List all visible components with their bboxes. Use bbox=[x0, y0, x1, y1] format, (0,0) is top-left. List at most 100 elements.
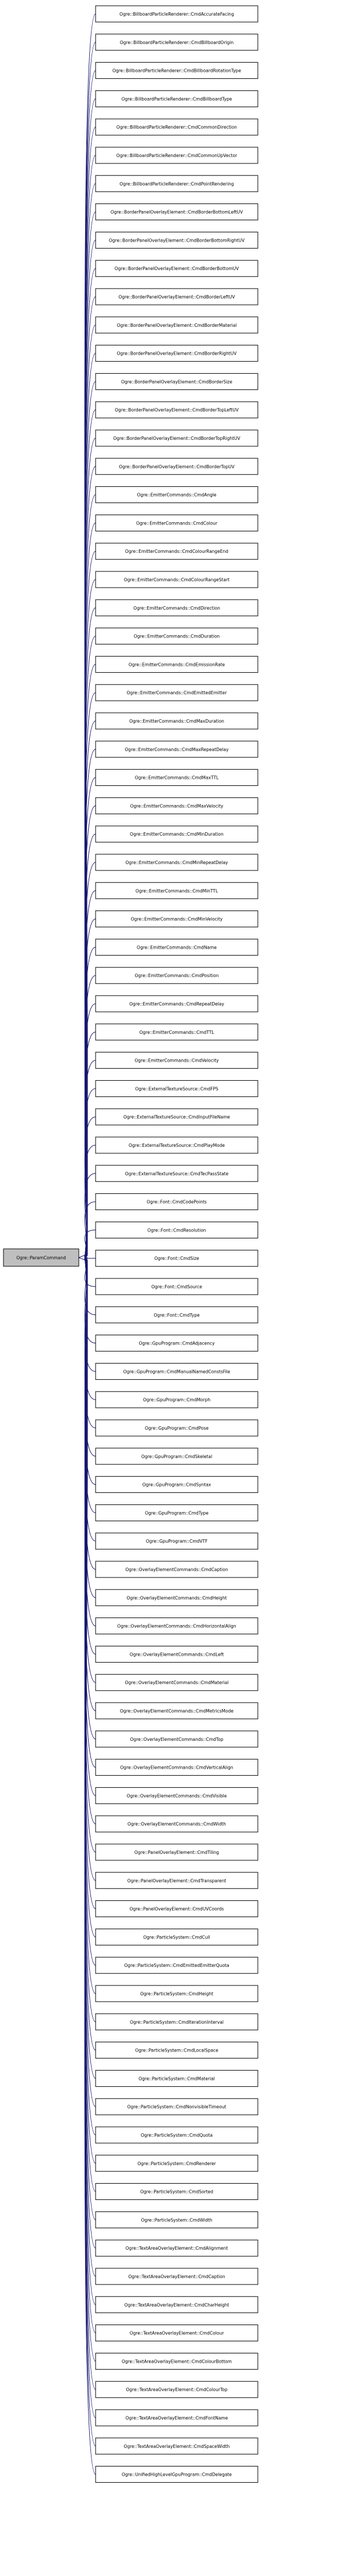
derived-class-node[interactable]: Ogre::BillboardParticleRenderer::CmdComm… bbox=[95, 118, 258, 136]
derived-class-node[interactable]: Ogre::PanelOverlayElement::CmdUVCoords bbox=[95, 1900, 258, 1918]
derived-class-node[interactable]: Ogre::BillboardParticleRenderer::CmdBill… bbox=[95, 62, 258, 79]
derived-class-node[interactable]: Ogre::EmitterCommands::CmdMinTTL bbox=[95, 882, 258, 899]
derived-class-label: Ogre::TextAreaOverlayElement::CmdCharHei… bbox=[125, 2302, 229, 2308]
derived-class-node[interactable]: Ogre::EmitterCommands::CmdColour bbox=[95, 514, 258, 531]
derived-class-node[interactable]: Ogre::ExternalTextureSource::CmdFPS bbox=[95, 1080, 258, 1097]
derived-class-node[interactable]: Ogre::ExternalTextureSource::CmdInputFil… bbox=[95, 1108, 258, 1125]
derived-class-node[interactable]: Ogre::ParticleSystem::CmdRenderer bbox=[95, 2155, 258, 2172]
derived-class-node[interactable]: Ogre::TextAreaOverlayElement::CmdSpaceWi… bbox=[95, 2437, 258, 2455]
derived-class-node[interactable]: Ogre::Font::CmdSource bbox=[95, 1278, 258, 1295]
derived-class-node[interactable]: Ogre::BorderPanelOverlayElement::CmdBord… bbox=[95, 316, 258, 334]
derived-class-node[interactable]: Ogre::OverlayElementCommands::CmdVisible bbox=[95, 1787, 258, 1804]
derived-class-node[interactable]: Ogre::EmitterCommands::CmdAngle bbox=[95, 486, 258, 504]
derived-class-node[interactable]: Ogre::EmitterCommands::CmdMaxVelocity bbox=[95, 797, 258, 814]
derived-class-box bbox=[95, 2324, 258, 2342]
derived-class-node[interactable]: Ogre::ParticleSystem::CmdMaterial bbox=[95, 2069, 258, 2087]
derived-class-node[interactable]: Ogre::BorderPanelOverlayElement::CmdBord… bbox=[95, 345, 258, 362]
derived-class-node[interactable]: Ogre::ParticleSystem::CmdWidth bbox=[95, 2211, 258, 2228]
derived-class-node[interactable]: Ogre::ParticleSystem::CmdEmittedEmitterQ… bbox=[95, 1956, 258, 1974]
derived-class-node[interactable]: Ogre::BillboardParticleRenderer::CmdComm… bbox=[95, 147, 258, 164]
derived-class-node[interactable]: Ogre::ParticleSystem::CmdNonvisibleTimeo… bbox=[95, 2098, 258, 2115]
derived-class-label: Ogre::Font::CmdType bbox=[154, 1313, 200, 1318]
derived-class-node[interactable]: Ogre::TextAreaOverlayElement::CmdCaption bbox=[95, 2268, 258, 2285]
derived-class-node[interactable]: Ogre::ParticleSystem::CmdIterationInterv… bbox=[95, 2013, 258, 2031]
derived-class-node[interactable]: Ogre::GpuProgram::CmdManualNamedConstsFi… bbox=[95, 1362, 258, 1380]
derived-class-node[interactable]: Ogre::BorderPanelOverlayElement::CmdBord… bbox=[95, 231, 258, 249]
derived-class-node[interactable]: Ogre::TextAreaOverlayElement::CmdFontNam… bbox=[95, 2409, 258, 2426]
derived-class-node[interactable]: Ogre::EmitterCommands::CmdTTL bbox=[95, 1023, 258, 1041]
derived-class-node[interactable]: Ogre::ParticleSystem::CmdSorted bbox=[95, 2183, 258, 2200]
derived-class-node[interactable]: Ogre::Font::CmdCodePoints bbox=[95, 1193, 258, 1211]
derived-class-node[interactable]: Ogre::EmitterCommands::CmdName bbox=[95, 938, 258, 956]
derived-class-node[interactable]: Ogre::BorderPanelOverlayElement::CmdBord… bbox=[95, 401, 258, 418]
derived-class-node[interactable]: Ogre::BillboardParticleRenderer::CmdBill… bbox=[95, 90, 258, 107]
derived-class-node[interactable]: Ogre::GpuProgram::CmdAdjacency bbox=[95, 1335, 258, 1352]
derived-class-node[interactable]: Ogre::ExternalTextureSource::CmdPlayMode bbox=[95, 1136, 258, 1154]
derived-class-node[interactable]: Ogre::OverlayElementCommands::CmdHorizon… bbox=[95, 1617, 258, 1635]
derived-class-node[interactable]: Ogre::TextAreaOverlayElement::CmdColour bbox=[95, 2324, 258, 2342]
derived-class-node[interactable]: Ogre::EmitterCommands::CmdPosition bbox=[95, 967, 258, 984]
derived-class-node[interactable]: Ogre::TextAreaOverlayElement::CmdCharHei… bbox=[95, 2296, 258, 2313]
derived-class-node[interactable]: Ogre::ParticleSystem::CmdHeight bbox=[95, 1985, 258, 2002]
derived-class-node[interactable]: Ogre::GpuProgram::CmdPose bbox=[95, 1419, 258, 1437]
derived-class-node[interactable]: Ogre::GpuProgram::CmdSkeletal bbox=[95, 1448, 258, 1465]
derived-class-node[interactable]: Ogre::EmitterCommands::CmdMaxDuration bbox=[95, 712, 258, 730]
derived-class-node[interactable]: Ogre::EmitterCommands::CmdVelocity bbox=[95, 1052, 258, 1069]
derived-class-box bbox=[95, 1335, 258, 1352]
derived-class-node[interactable]: Ogre::BorderPanelOverlayElement::CmdBord… bbox=[95, 288, 258, 305]
derived-class-node[interactable]: Ogre::EmitterCommands::CmdEmissionRate bbox=[95, 655, 258, 673]
base-class-node[interactable]: Ogre::ParamCommand bbox=[3, 1248, 79, 1267]
derived-class-node[interactable]: Ogre::TextAreaOverlayElement::CmdAlignme… bbox=[95, 2239, 258, 2257]
derived-class-box bbox=[95, 401, 258, 418]
derived-class-node[interactable]: Ogre::ParticleSystem::CmdCull bbox=[95, 1928, 258, 1945]
derived-class-node[interactable]: Ogre::BorderPanelOverlayElement::CmdBord… bbox=[95, 373, 258, 390]
derived-class-label: Ogre::GpuProgram::CmdMorph bbox=[143, 1397, 210, 1402]
derived-class-node[interactable]: Ogre::OverlayElementCommands::CmdHeight bbox=[95, 1589, 258, 1606]
derived-class-node[interactable]: Ogre::EmitterCommands::CmdColourRangeEnd bbox=[95, 542, 258, 560]
derived-class-node[interactable]: Ogre::UnifiedHighLevelGpuProgram::CmdDel… bbox=[95, 2466, 258, 2483]
derived-class-node[interactable]: Ogre::EmitterCommands::CmdMinDuration bbox=[95, 825, 258, 843]
derived-class-node[interactable]: Ogre::OverlayElementCommands::CmdCaption bbox=[95, 1561, 258, 1578]
derived-class-label: Ogre::TextAreaOverlayElement::CmdSpaceWi… bbox=[124, 2444, 230, 2449]
derived-class-node[interactable]: Ogre::ExternalTextureSource::CmdTecPassS… bbox=[95, 1165, 258, 1182]
derived-class-node[interactable]: Ogre::EmitterCommands::CmdMaxRepeatDelay bbox=[95, 741, 258, 758]
derived-class-node[interactable]: Ogre::GpuProgram::CmdVTF bbox=[95, 1532, 258, 1550]
derived-class-node[interactable]: Ogre::OverlayElementCommands::CmdVertica… bbox=[95, 1759, 258, 1776]
derived-class-node[interactable]: Ogre::EmitterCommands::CmdMaxTTL bbox=[95, 769, 258, 786]
derived-class-node[interactable]: Ogre::Font::CmdSize bbox=[95, 1249, 258, 1267]
derived-class-node[interactable]: Ogre::EmitterCommands::CmdColourRangeSta… bbox=[95, 571, 258, 588]
derived-class-node[interactable]: Ogre::ParticleSystem::CmdQuota bbox=[95, 2126, 258, 2144]
derived-class-node[interactable]: Ogre::TextAreaOverlayElement::CmdColourT… bbox=[95, 2381, 258, 2398]
derived-class-node[interactable]: Ogre::EmitterCommands::CmdMinVelocity bbox=[95, 910, 258, 928]
derived-class-node[interactable]: Ogre::Font::CmdResolution bbox=[95, 1221, 258, 1238]
derived-class-node[interactable]: Ogre::OverlayElementCommands::CmdWidth bbox=[95, 1815, 258, 1832]
derived-class-node[interactable]: Ogre::TextAreaOverlayElement::CmdColourB… bbox=[95, 2352, 258, 2370]
derived-class-node[interactable]: Ogre::BillboardParticleRenderer::CmdBill… bbox=[95, 34, 258, 51]
derived-class-node[interactable]: Ogre::PanelOverlayElement::CmdTransparen… bbox=[95, 1872, 258, 1889]
derived-class-node[interactable]: Ogre::EmitterCommands::CmdRepeatDelay bbox=[95, 995, 258, 1012]
derived-class-node[interactable]: Ogre::GpuProgram::CmdType bbox=[95, 1504, 258, 1521]
derived-class-node[interactable]: Ogre::BorderPanelOverlayElement::CmdBord… bbox=[95, 260, 258, 277]
derived-class-box bbox=[95, 1561, 258, 1578]
derived-class-node[interactable]: Ogre::OverlayElementCommands::CmdMateria… bbox=[95, 1674, 258, 1691]
derived-class-node[interactable]: Ogre::EmitterCommands::CmdEmittedEmitter bbox=[95, 684, 258, 701]
derived-class-node[interactable]: Ogre::BillboardParticleRenderer::CmdAccu… bbox=[95, 5, 258, 23]
derived-class-node[interactable]: Ogre::OverlayElementCommands::CmdTop bbox=[95, 1730, 258, 1748]
derived-class-node[interactable]: Ogre::EmitterCommands::CmdMinRepeatDelay bbox=[95, 854, 258, 871]
derived-class-node[interactable]: Ogre::BillboardParticleRenderer::CmdPoin… bbox=[95, 175, 258, 192]
derived-class-label: Ogre::BorderPanelOverlayElement::CmdBord… bbox=[113, 436, 240, 441]
derived-class-node[interactable]: Ogre::OverlayElementCommands::CmdMetrics… bbox=[95, 1702, 258, 1719]
derived-class-label: Ogre::OverlayElementCommands::CmdTop bbox=[130, 1737, 224, 1742]
derived-class-node[interactable]: Ogre::BorderPanelOverlayElement::CmdBord… bbox=[95, 458, 258, 475]
derived-class-node[interactable]: Ogre::BorderPanelOverlayElement::CmdBord… bbox=[95, 429, 258, 447]
derived-class-node[interactable]: Ogre::GpuProgram::CmdSyntax bbox=[95, 1476, 258, 1493]
derived-class-node[interactable]: Ogre::GpuProgram::CmdMorph bbox=[95, 1391, 258, 1408]
derived-class-node[interactable]: Ogre::EmitterCommands::CmdDirection bbox=[95, 599, 258, 617]
derived-class-node[interactable]: Ogre::ParticleSystem::CmdLocalSpace bbox=[95, 2042, 258, 2059]
derived-class-box bbox=[95, 373, 258, 390]
derived-class-node[interactable]: Ogre::PanelOverlayElement::CmdTiling bbox=[95, 1843, 258, 1861]
derived-class-node[interactable]: Ogre::BorderPanelOverlayElement::CmdBord… bbox=[95, 203, 258, 221]
derived-class-node[interactable]: Ogre::EmitterCommands::CmdDuration bbox=[95, 628, 258, 645]
derived-class-node[interactable]: Ogre::Font::CmdType bbox=[95, 1306, 258, 1324]
derived-class-node[interactable]: Ogre::OverlayElementCommands::CmdLeft bbox=[95, 1645, 258, 1663]
